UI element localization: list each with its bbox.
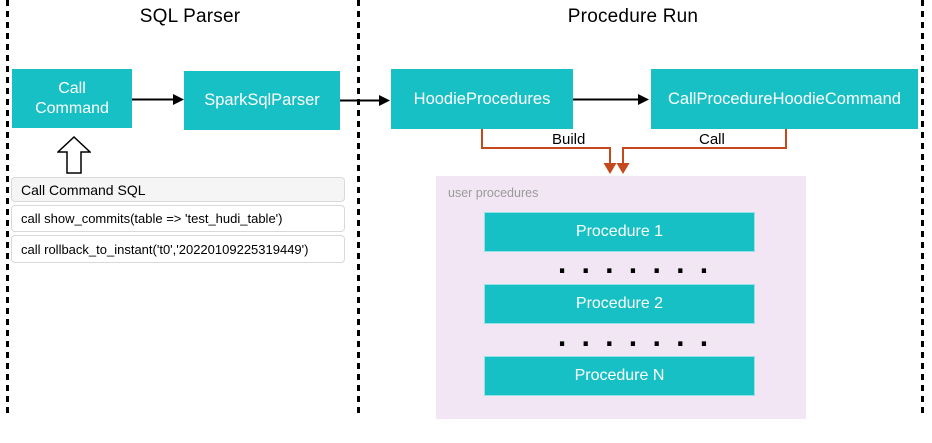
sql-parser-section-title: SQL Parser xyxy=(139,6,241,27)
right-dashed-border xyxy=(921,0,924,416)
user-procedures-label: user procedures xyxy=(448,186,539,200)
ellipsis-dots: ....... xyxy=(554,323,720,353)
node-label: SparkSqlParser xyxy=(204,91,320,110)
node-call-procedure-hoodie-command: CallProcedureHoodieCommand xyxy=(651,69,918,129)
node-label: HoodieProcedures xyxy=(413,89,551,108)
procedure-label: Procedure 2 xyxy=(575,295,664,312)
node-hoodie-procedures: HoodieProcedures xyxy=(391,69,573,129)
procedure-label: Procedure N xyxy=(574,367,665,384)
left-dashed-border xyxy=(6,0,9,416)
node-call-command: Call Command xyxy=(12,69,132,128)
arrowhead-icon xyxy=(379,95,390,106)
sql-panel-header: Call Command SQL xyxy=(11,177,345,202)
ellipsis-dots: ....... xyxy=(554,250,720,280)
down-arrowhead-icon xyxy=(603,163,617,174)
node-label: CallProcedureHoodieCommand xyxy=(668,89,901,108)
node-label: Call Command xyxy=(35,79,109,117)
arrowhead-icon xyxy=(173,94,184,105)
procedure-1-box: Procedure 1 xyxy=(484,212,755,252)
down-arrowhead-icon xyxy=(616,163,630,174)
build-edge-label: Build xyxy=(552,131,586,148)
procedure-run-section-title: Procedure Run xyxy=(567,6,699,27)
arrowhead-icon xyxy=(638,94,649,105)
call-edge-label: Call xyxy=(699,131,725,148)
sql-statement-row: call show_commits(table => 'test_hudi_ta… xyxy=(11,205,345,232)
build-connector xyxy=(481,129,611,164)
hollow-up-arrow-icon xyxy=(57,136,91,174)
procedure-n-box: Procedure N xyxy=(484,356,755,396)
middle-dashed-border xyxy=(357,0,360,416)
node-spark-sql-parser: SparkSqlParser xyxy=(184,71,340,130)
procedure-label: Procedure 1 xyxy=(575,223,664,240)
procedure-2-box: Procedure 2 xyxy=(484,284,755,324)
sql-statement-row: call rollback_to_instant('t0','202201092… xyxy=(11,235,345,263)
